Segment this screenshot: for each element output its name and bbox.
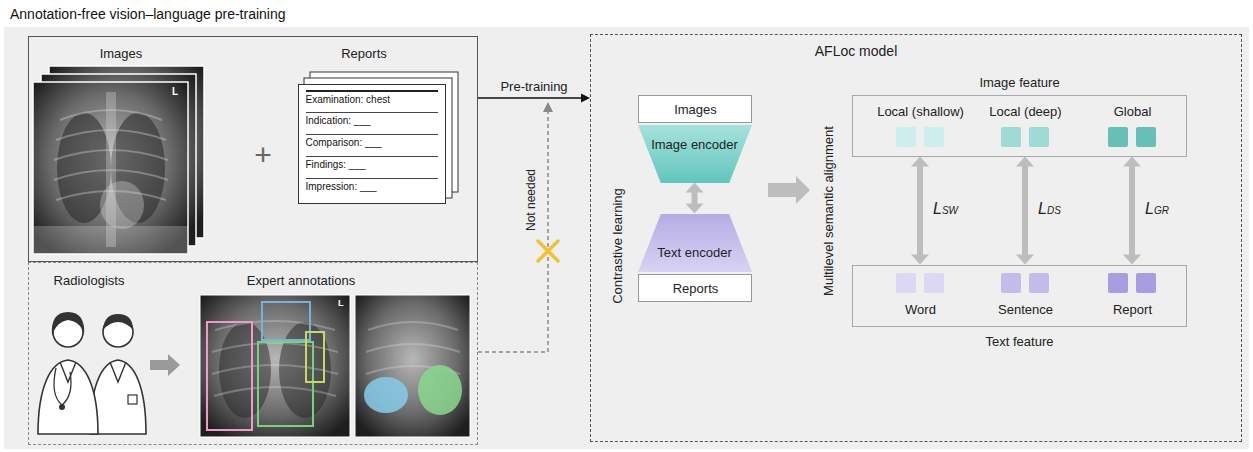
arrow-head <box>1016 157 1034 167</box>
node-label: Images <box>674 102 717 118</box>
node-label: Report <box>1113 302 1152 318</box>
connector-arrow <box>1016 157 1034 265</box>
figure-title: Annotation-free vision–language pre-trai… <box>10 6 286 23</box>
trapezoid-shape <box>638 125 752 183</box>
arrow-head <box>686 183 704 193</box>
node-label: Reports <box>341 46 387 62</box>
node-label: Expert annotations <box>247 273 355 289</box>
image-marker: L <box>338 298 344 309</box>
radiologist-icon <box>38 312 146 434</box>
feature-box: Image featureLocal (shallow)Local (deep)… <box>852 95 1187 157</box>
loss-label: LGR <box>1145 199 1169 218</box>
report-document: Examination: chestIndication: ___ Compari… <box>298 84 446 204</box>
node-label: Text feature <box>986 334 1054 350</box>
report-field: Indication: ___ <box>306 112 438 127</box>
encoder-trapezoid: Image encoder <box>638 125 752 183</box>
report-field: Findings: ___ <box>306 156 438 171</box>
trapezoid-fill <box>638 125 752 183</box>
node-label: Radiologists <box>54 273 125 289</box>
node-label: AFLoc model <box>815 43 897 60</box>
node-label: Text encoder <box>657 245 731 261</box>
annotated-xray <box>200 295 350 437</box>
node-label: Image feature <box>979 75 1059 91</box>
note-label: Not needed <box>524 169 538 231</box>
arrow-head <box>581 94 590 103</box>
text-feature-squares <box>896 273 1156 293</box>
trapezoid-shape <box>638 214 752 272</box>
node-label: + <box>254 137 272 173</box>
arrow-head <box>686 204 704 214</box>
node-label: Contrastive learning <box>610 188 626 304</box>
segmented-xray <box>355 295 470 437</box>
connector-arrow <box>478 94 590 103</box>
connector-arrow <box>686 183 704 214</box>
arrow-shaft <box>917 166 923 256</box>
node-label: Image encoder <box>651 137 738 153</box>
arrow-head <box>1016 255 1034 265</box>
connector-arrow <box>1123 157 1141 265</box>
node-label: Images <box>100 46 143 62</box>
input-box: Images <box>638 95 752 123</box>
flow-arrow <box>150 354 180 376</box>
connector-arrow <box>911 157 929 265</box>
report-field: Examination: chest <box>306 90 438 106</box>
trapezoid-fill <box>638 214 752 272</box>
node-label: Reports <box>673 281 719 297</box>
node-label: Local (deep) <box>989 104 1061 120</box>
node-label: Local (shallow) <box>877 104 964 120</box>
dashed-arrow <box>478 110 548 352</box>
node-label: Global <box>1114 104 1152 120</box>
node-label: Word <box>905 302 936 318</box>
loss-label: LDS <box>1038 199 1061 218</box>
background-panel <box>4 27 1249 449</box>
node-label: Sentence <box>998 302 1053 318</box>
arrow-head <box>911 157 929 167</box>
arrow-shaft <box>1129 166 1135 256</box>
input-box: Reports <box>638 274 752 302</box>
input-panel: Images + ReportsExamination: chestIndicati… <box>28 36 478 262</box>
xray-stack <box>33 66 204 254</box>
feature-box: WordSentenceReportText feature <box>852 265 1187 327</box>
report-field: Impression: ___ <box>306 178 438 193</box>
edge-label: Pre-training <box>500 79 567 95</box>
arrow-shaft <box>1022 166 1028 256</box>
image-feature-squares <box>896 127 1156 147</box>
model-panel: AFLoc modelContrastive learning Multileve… <box>590 34 1242 442</box>
arrow-shaft <box>692 192 698 205</box>
loss-label: LSW <box>933 199 958 218</box>
arrow-head <box>1123 255 1141 265</box>
encoder-trapezoid: Text encoder <box>638 214 752 272</box>
image-marker: L <box>172 86 178 98</box>
arrow-shaft <box>478 97 582 98</box>
arrow-head <box>543 102 553 112</box>
node-label: Multilevel semantic alignment <box>821 126 837 296</box>
report-field: Comparison: ___ <box>306 134 438 149</box>
cross-mark <box>538 241 558 261</box>
flow-arrow <box>768 176 810 204</box>
annotation-panel: Radiologists Expert annotations <box>28 262 478 445</box>
arrow-head <box>911 255 929 265</box>
arrow-head <box>1123 157 1141 167</box>
